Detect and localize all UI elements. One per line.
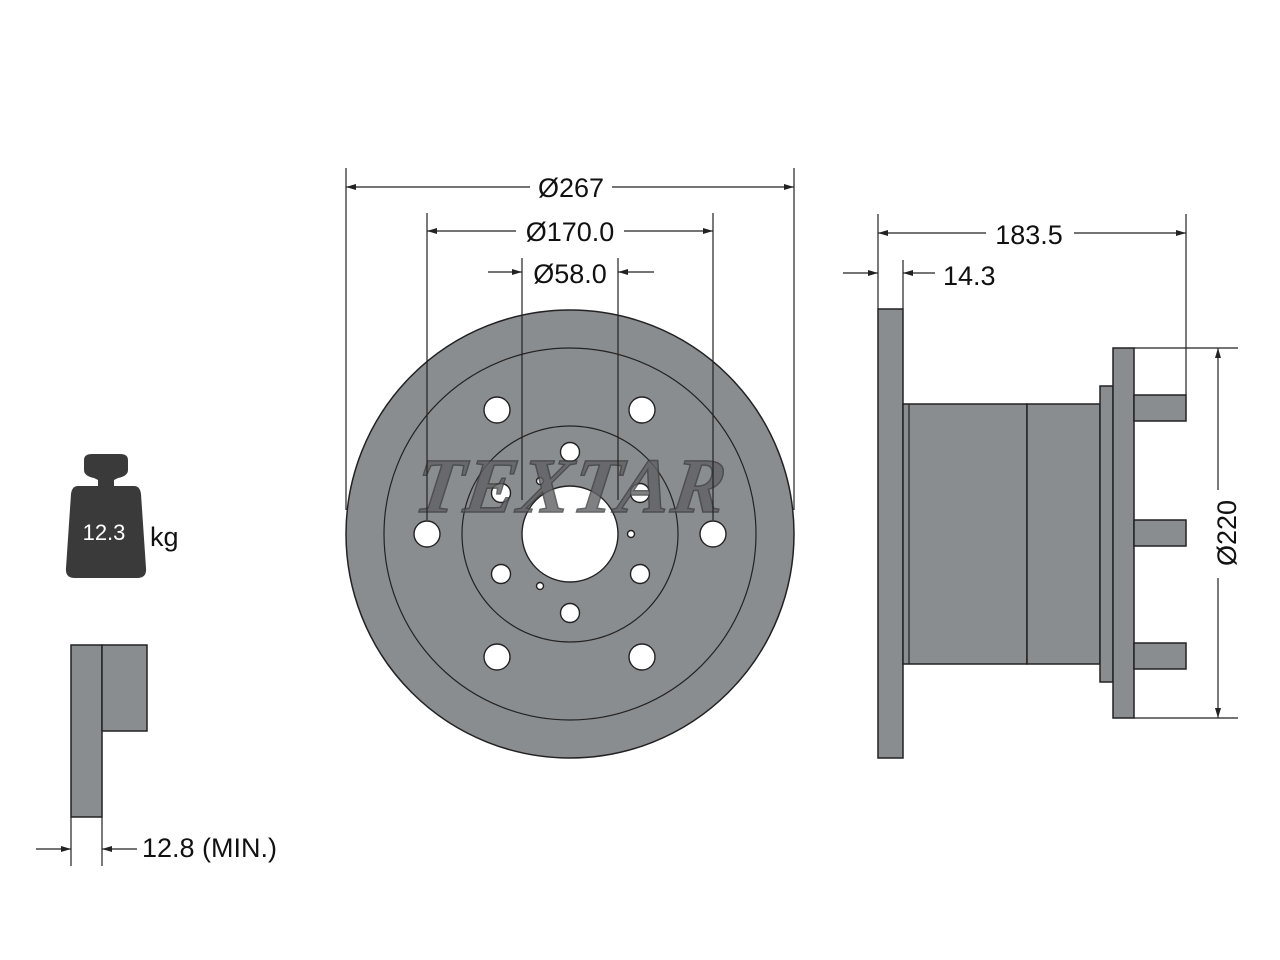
disc-side-view <box>877 308 1187 759</box>
min-thickness-label: 12.8 (MIN.) <box>142 833 277 863</box>
weight-value: 12.3 <box>83 520 126 545</box>
side-view-dimensions <box>843 214 1238 719</box>
min-thickness-section <box>36 644 148 866</box>
outer-diameter-label: Ø267 <box>538 173 604 203</box>
weight-unit: kg <box>150 522 179 552</box>
total-height-label: 183.5 <box>995 220 1063 250</box>
front-view-dimensions <box>345 168 795 520</box>
weight-icon <box>65 454 147 578</box>
bolt-circle-label: Ø170.0 <box>526 217 615 247</box>
center-bore <box>521 485 619 583</box>
disc-thickness-label: 14.3 <box>943 261 996 291</box>
disc-front-view <box>345 309 795 759</box>
center-bore-label: Ø58.0 <box>533 259 607 289</box>
brand-watermark: TEXTAR <box>410 442 733 529</box>
hub-diameter-label: Ø220 <box>1212 500 1242 566</box>
